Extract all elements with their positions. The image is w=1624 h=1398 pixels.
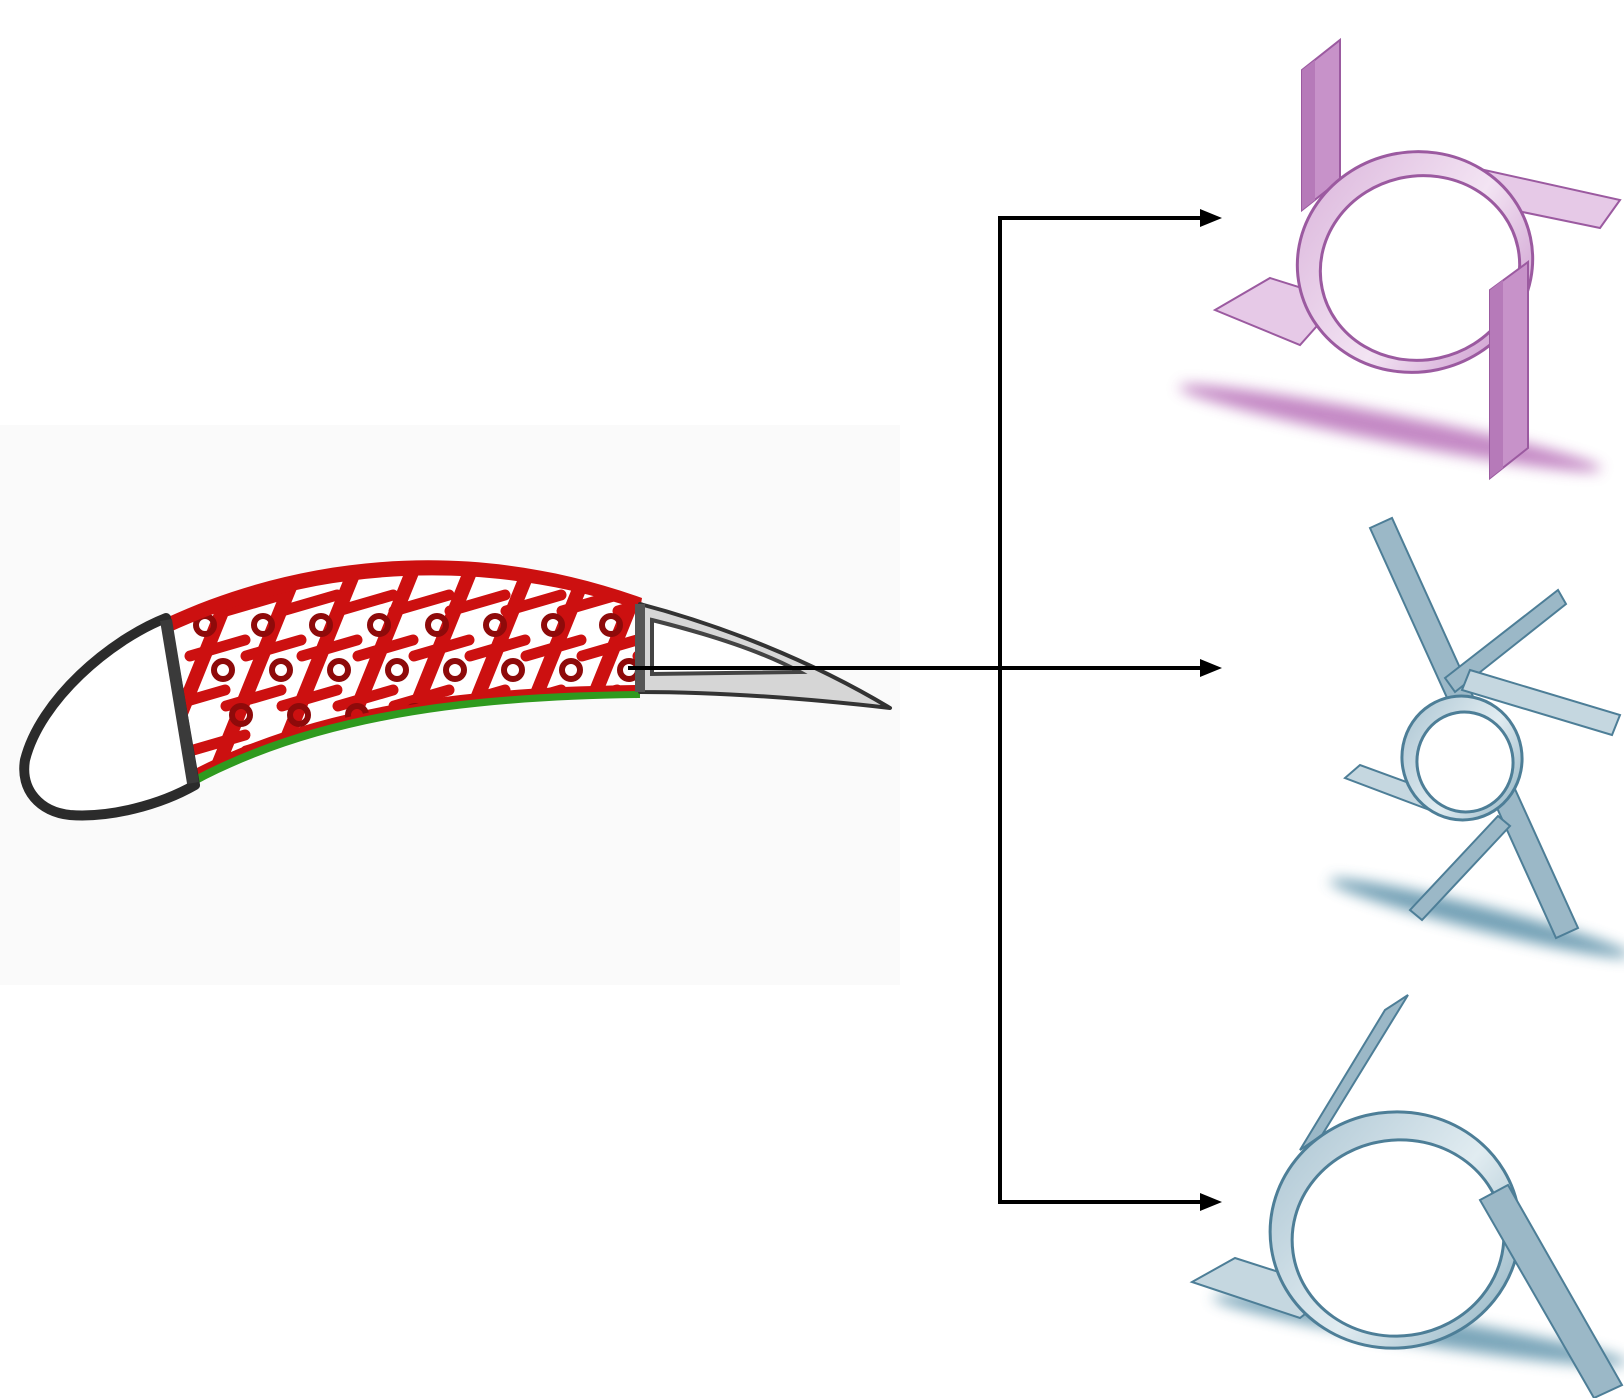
ligament-horizontal-right — [1460, 668, 1622, 737]
lattice-ligament-horizontal — [408, 634, 475, 662]
lattice-node-ring — [483, 613, 507, 637]
unit-cell-trichiral — [1189, 994, 1624, 1398]
lattice-node-ring — [309, 613, 333, 637]
lattice-ligament-horizontal — [352, 634, 419, 662]
lattice-node-ring — [599, 613, 623, 637]
lattice-node-ring — [211, 658, 235, 682]
lattice-ligament-horizontal — [612, 589, 640, 617]
lattice-node-ring — [367, 613, 391, 637]
lattice-ligament-horizontal — [240, 634, 307, 662]
lattice-ligament-horizontal — [276, 684, 343, 712]
lattice-ligament-diagonal — [201, 568, 310, 775]
lattice-ligament-horizontal — [520, 634, 587, 662]
airfoil — [0, 425, 900, 985]
unit-cell-shadow — [1178, 384, 1602, 472]
lattice-ligament-horizontal — [220, 589, 287, 617]
ligament-diagonal-top-right — [1443, 588, 1568, 694]
lattice-ligament-horizontal — [500, 589, 567, 617]
lattice-ligament-horizontal — [184, 729, 251, 757]
arrowhead-top — [1200, 209, 1222, 227]
lattice-node-ring — [501, 658, 525, 682]
lattice-node-ring — [559, 658, 583, 682]
lattice-node-ring — [443, 658, 467, 682]
lattice-node-ring — [269, 658, 293, 682]
lattice-ligament-horizontal — [444, 589, 511, 617]
lattice-node-ring — [385, 658, 409, 682]
trailing-cutout — [650, 617, 808, 677]
node-ring-inner — [1415, 710, 1515, 814]
lattice-ligament-horizontal — [220, 684, 287, 712]
arrowhead-middle — [1200, 659, 1222, 677]
lattice-ligament-horizontal — [296, 634, 363, 662]
lattice-node-ring — [251, 613, 275, 637]
lattice-ligament-horizontal — [464, 634, 531, 662]
node-ring-inner — [1318, 174, 1522, 362]
unit-cell-hexachiral — [1329, 516, 1624, 958]
lattice-node-ring — [229, 703, 253, 727]
lattice-node-ring — [327, 658, 351, 682]
unit-cell-shadow — [1329, 878, 1624, 958]
lattice-node-ring — [287, 703, 311, 727]
unit-cell-tetrachiral — [1178, 37, 1622, 481]
airfoil-upper-skin — [166, 560, 642, 632]
ligament-diagonal-bottom — [1478, 1183, 1624, 1398]
ligament-vertical-bottom-face — [1490, 280, 1503, 478]
connector-arrowheads — [1200, 209, 1222, 1211]
connector-lines — [628, 216, 1205, 1204]
arrowhead-bottom — [1200, 1193, 1222, 1211]
lattice-ligament-horizontal — [332, 589, 399, 617]
front-spar — [160, 619, 199, 784]
lattice-ligament-horizontal — [184, 634, 251, 662]
airfoil-leading-section — [19, 613, 200, 821]
ligament-diagonal-bottom-left — [1408, 814, 1512, 922]
lattice-ligament-horizontal — [388, 684, 455, 712]
ligament-vertical-top-face — [1302, 60, 1315, 210]
lattice-ligament-horizontal — [388, 589, 455, 617]
lattice-node-ring — [541, 613, 565, 637]
lattice-ligament-horizontal — [576, 634, 640, 662]
lattice-ligament-horizontal — [276, 589, 343, 617]
lattice-ligament-horizontal — [332, 684, 399, 712]
lattice-node-ring — [425, 613, 449, 637]
